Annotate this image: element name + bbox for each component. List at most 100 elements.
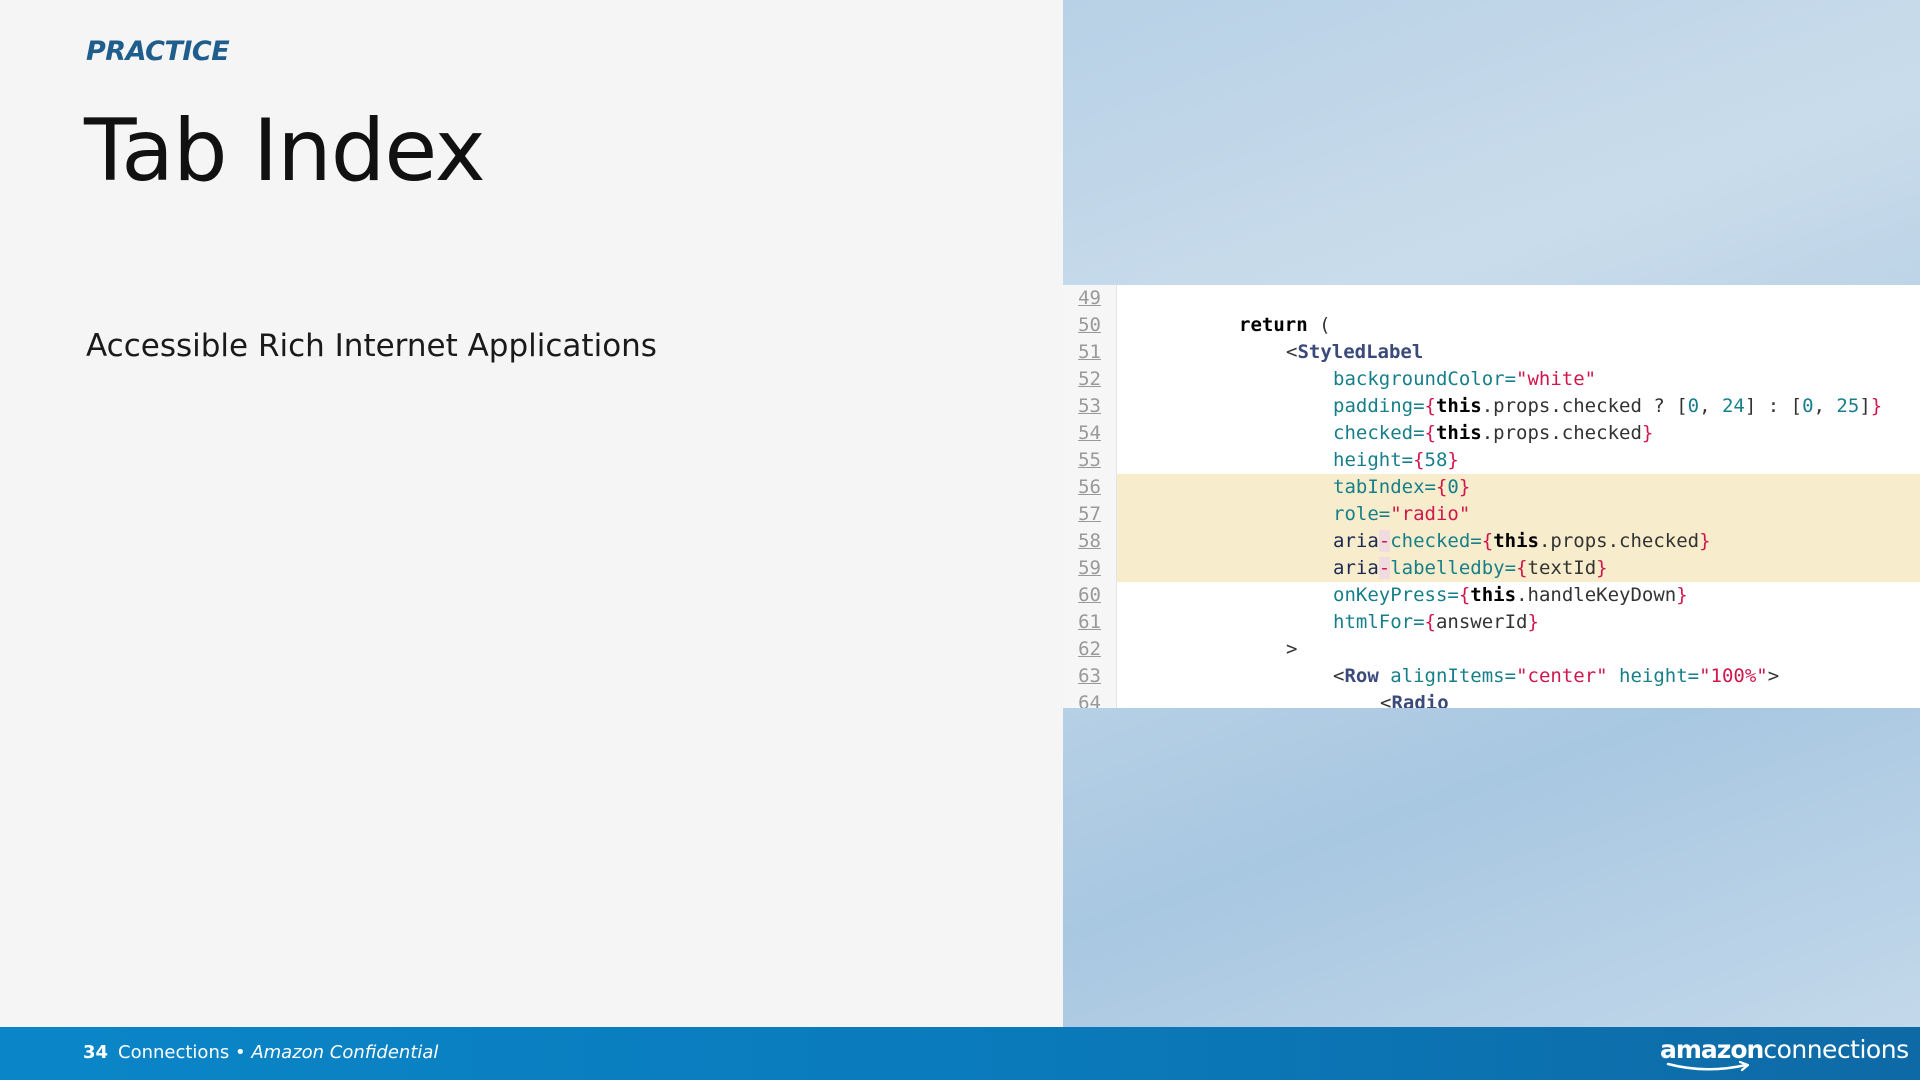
code-token: } xyxy=(1641,422,1654,444)
code-text: <Row alignItems="center" height="100%"> xyxy=(1333,663,1779,690)
code-token: tabIndex= xyxy=(1333,476,1436,498)
code-token: } xyxy=(1870,395,1883,417)
line-number: 57 xyxy=(1078,503,1101,525)
footer-separator: • xyxy=(234,1042,246,1063)
code-token: > xyxy=(1767,665,1780,687)
code-token: padding= xyxy=(1333,395,1425,417)
line-number: 59 xyxy=(1078,557,1101,579)
line-number: 63 xyxy=(1078,665,1101,687)
line-number: 52 xyxy=(1078,368,1101,390)
code-token: height= xyxy=(1333,449,1414,471)
code-token: 0 xyxy=(1447,476,1459,498)
footer-text: Connections • Amazon Confidential xyxy=(118,1042,438,1063)
code-text: aria-labelledby={textId} xyxy=(1333,555,1608,582)
line-number: 60 xyxy=(1078,584,1101,606)
code-token: "white" xyxy=(1516,368,1597,390)
code-token: backgroundColor= xyxy=(1333,368,1517,390)
code-token: checked= xyxy=(1333,422,1425,444)
code-token: "radio" xyxy=(1390,503,1471,525)
code-token: aria xyxy=(1333,530,1379,552)
code-token: aria xyxy=(1333,557,1379,579)
code-line-highlight xyxy=(1063,528,1920,555)
code-text: > xyxy=(1286,636,1297,663)
code-token: ] xyxy=(1859,395,1871,417)
code-line-highlight xyxy=(1063,474,1920,501)
code-token: } xyxy=(1527,611,1539,633)
line-number: 49 xyxy=(1078,287,1101,309)
code-text: return ( xyxy=(1239,312,1331,339)
code-token: { xyxy=(1424,395,1436,417)
footer-confidential: Amazon Confidential xyxy=(251,1042,439,1063)
code-text: <Radio xyxy=(1380,690,1449,708)
code-token: < xyxy=(1380,692,1392,708)
slide-subtitle: Accessible Rich Internet Applications xyxy=(86,328,657,364)
logo-connections-text: connections xyxy=(1763,1035,1909,1064)
code-token: 25 xyxy=(1836,395,1860,417)
left-panel: PRACTICE Tab Index Accessible Rich Inter… xyxy=(84,36,657,364)
code-token: { xyxy=(1481,530,1494,552)
line-number: 55 xyxy=(1078,449,1101,471)
code-text: checked={this.props.checked} xyxy=(1333,420,1653,447)
amazon-connections-logo: amazonconnections xyxy=(1660,1035,1909,1075)
code-token: answerId xyxy=(1435,611,1528,633)
code-text: tabIndex={0} xyxy=(1333,474,1470,501)
code-screenshot: 49 50 51 52 53 54 55 56 57 58 59 60 61 6… xyxy=(1063,285,1920,708)
code-token: .props.checked xyxy=(1538,530,1700,552)
code-token: - xyxy=(1378,530,1391,552)
code-token: < xyxy=(1286,341,1298,363)
code-line-highlight xyxy=(1063,555,1920,582)
code-token: onKeyPress= xyxy=(1333,584,1459,606)
line-number: 61 xyxy=(1078,611,1101,633)
code-token: 0 xyxy=(1687,395,1700,417)
code-text: height={58} xyxy=(1333,447,1459,474)
code-token: .handleKeyDown xyxy=(1516,584,1677,606)
code-token: 58 xyxy=(1424,449,1448,471)
code-token: } xyxy=(1676,584,1688,606)
line-number-gutter xyxy=(1063,285,1117,708)
code-text: aria-checked={this.props.checked} xyxy=(1333,528,1711,555)
code-token: , xyxy=(1813,395,1837,417)
footer-brand: Connections xyxy=(118,1042,230,1063)
code-text: backgroundColor="white" xyxy=(1333,366,1596,393)
code-token: { xyxy=(1424,422,1436,444)
code-token: alignItems= xyxy=(1390,665,1517,687)
code-token: Row xyxy=(1344,665,1391,687)
code-token: htmlFor= xyxy=(1333,611,1425,633)
code-token: < xyxy=(1333,665,1345,687)
code-token: labelledby= xyxy=(1390,557,1517,579)
page-number: 34 xyxy=(83,1042,109,1063)
amazon-smile-icon xyxy=(1666,1061,1750,1072)
code-token: Radio xyxy=(1391,692,1449,708)
code-token: .props.checked ? [ xyxy=(1481,395,1688,417)
code-text: onKeyPress={this.handleKeyDown} xyxy=(1333,582,1688,609)
code-text: role="radio" xyxy=(1333,501,1470,528)
line-number: 53 xyxy=(1078,395,1101,417)
code-token: checked= xyxy=(1390,530,1482,552)
code-text: <StyledLabel xyxy=(1286,339,1423,366)
code-token: { xyxy=(1435,476,1448,498)
code-token: this xyxy=(1493,530,1539,552)
footer-bar: 34 Connections • Amazon Confidential ama… xyxy=(0,1027,1920,1080)
code-line-highlight xyxy=(1063,501,1920,528)
code-token: 24 xyxy=(1721,395,1745,417)
code-token: return xyxy=(1239,314,1308,336)
line-number: 62 xyxy=(1078,638,1101,660)
code-token: , xyxy=(1699,395,1722,417)
code-token: .props.checked xyxy=(1481,422,1642,444)
code-token: this xyxy=(1435,395,1482,417)
code-token: textId xyxy=(1527,557,1597,579)
code-token: { xyxy=(1458,584,1471,606)
code-token: - xyxy=(1378,557,1391,579)
line-number: 54 xyxy=(1078,422,1101,444)
section-label: PRACTICE xyxy=(86,36,230,67)
code-token: role= xyxy=(1333,503,1391,525)
code-token: ( xyxy=(1307,314,1331,336)
code-token: > xyxy=(1286,638,1298,660)
logo-amazon-text: amazon xyxy=(1660,1035,1764,1064)
code-token: ] : [ xyxy=(1744,395,1803,417)
code-token: } xyxy=(1447,449,1459,471)
line-number: 51 xyxy=(1078,341,1101,363)
code-token: } xyxy=(1458,476,1471,498)
code-token: this xyxy=(1435,422,1482,444)
